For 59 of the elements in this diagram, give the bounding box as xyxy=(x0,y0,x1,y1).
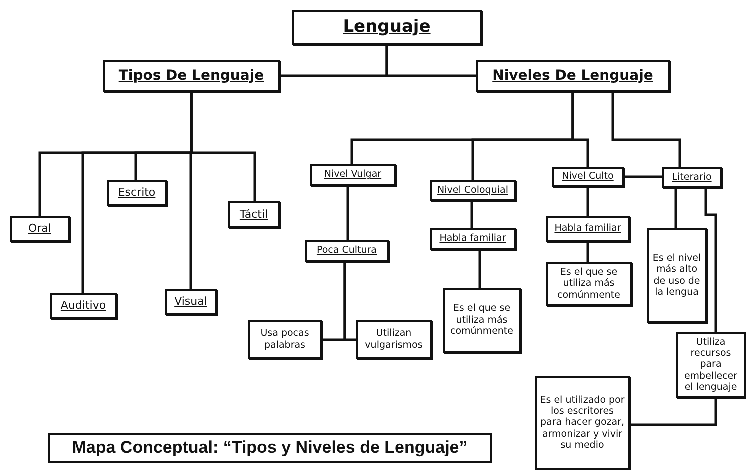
connector-line xyxy=(612,92,682,167)
concept-box xyxy=(535,376,630,470)
concept-box xyxy=(248,320,322,359)
concept-box xyxy=(676,332,746,398)
concept-label: Es el nivel más alto de uso de la lengua xyxy=(652,252,702,298)
concept-box xyxy=(50,293,117,319)
concept-label: Usa pocas palabras xyxy=(260,328,310,351)
connector-line xyxy=(344,262,356,342)
concept-box xyxy=(443,288,521,353)
connector-line xyxy=(674,188,678,228)
connector-line xyxy=(478,250,482,288)
concept-label: Táctil xyxy=(240,208,268,222)
concept-box xyxy=(662,167,722,188)
concept-box xyxy=(476,60,670,92)
concept-label: Niveles De Lenguaje xyxy=(492,68,654,84)
concept-box xyxy=(546,216,630,242)
connector-line xyxy=(704,188,718,332)
connector-line xyxy=(586,187,590,216)
concept-box xyxy=(430,180,516,201)
concept-box xyxy=(107,180,167,206)
concept-label: Poca Cultura xyxy=(316,245,378,257)
concept-label: Oral xyxy=(28,222,52,236)
concept-label: Literario xyxy=(672,172,712,184)
concept-box xyxy=(103,60,280,92)
concept-box xyxy=(292,10,482,45)
concept-box xyxy=(228,201,280,228)
concept-label: Nivel Culto xyxy=(562,171,614,183)
concept-label: Es el que se utiliza más comúnmente xyxy=(449,303,515,338)
connector-line xyxy=(624,176,662,178)
concept-label: Auditivo xyxy=(60,299,106,313)
concept-label: Utiliza recursos para embellecer el lenguaje xyxy=(683,336,739,394)
concept-label: Nivel Coloquial xyxy=(438,184,508,196)
concept-label: Tipos De Lenguaje xyxy=(118,68,264,84)
connector-line xyxy=(386,45,476,78)
concept-label: Habla familiar xyxy=(554,223,622,235)
connector-line xyxy=(572,92,590,167)
concept-label: Escrito xyxy=(118,186,156,200)
concept-box xyxy=(165,289,217,315)
connector-line xyxy=(190,92,256,201)
concept-box xyxy=(430,228,516,250)
concept-label: Es el utilizado por los escritores para hacer gozar, armonizar y vivir su medio xyxy=(539,394,626,452)
concept-box xyxy=(356,320,432,359)
connector-line xyxy=(586,242,590,262)
concept-label: Es el que se utiliza más comúnmente xyxy=(556,266,622,302)
caption: Mapa Conceptual: “Tipos y Niveles de Lenguaje” xyxy=(48,433,492,463)
connector-line xyxy=(346,186,350,240)
concept-box xyxy=(10,216,70,242)
concept-label: Habla familiar xyxy=(440,233,506,245)
concept-box xyxy=(552,167,624,187)
connector-line xyxy=(470,201,474,228)
concept-box xyxy=(546,262,632,306)
concept-box xyxy=(305,240,389,262)
concept-box xyxy=(647,228,707,323)
connector-line xyxy=(630,398,718,426)
concept-label: Nivel Vulgar xyxy=(324,169,382,181)
concept-label: Lenguaje xyxy=(343,17,431,38)
concept-box xyxy=(310,164,396,186)
concept-label: Visual xyxy=(174,295,208,309)
concept-label: Utilizan vulgarismos xyxy=(364,328,424,351)
